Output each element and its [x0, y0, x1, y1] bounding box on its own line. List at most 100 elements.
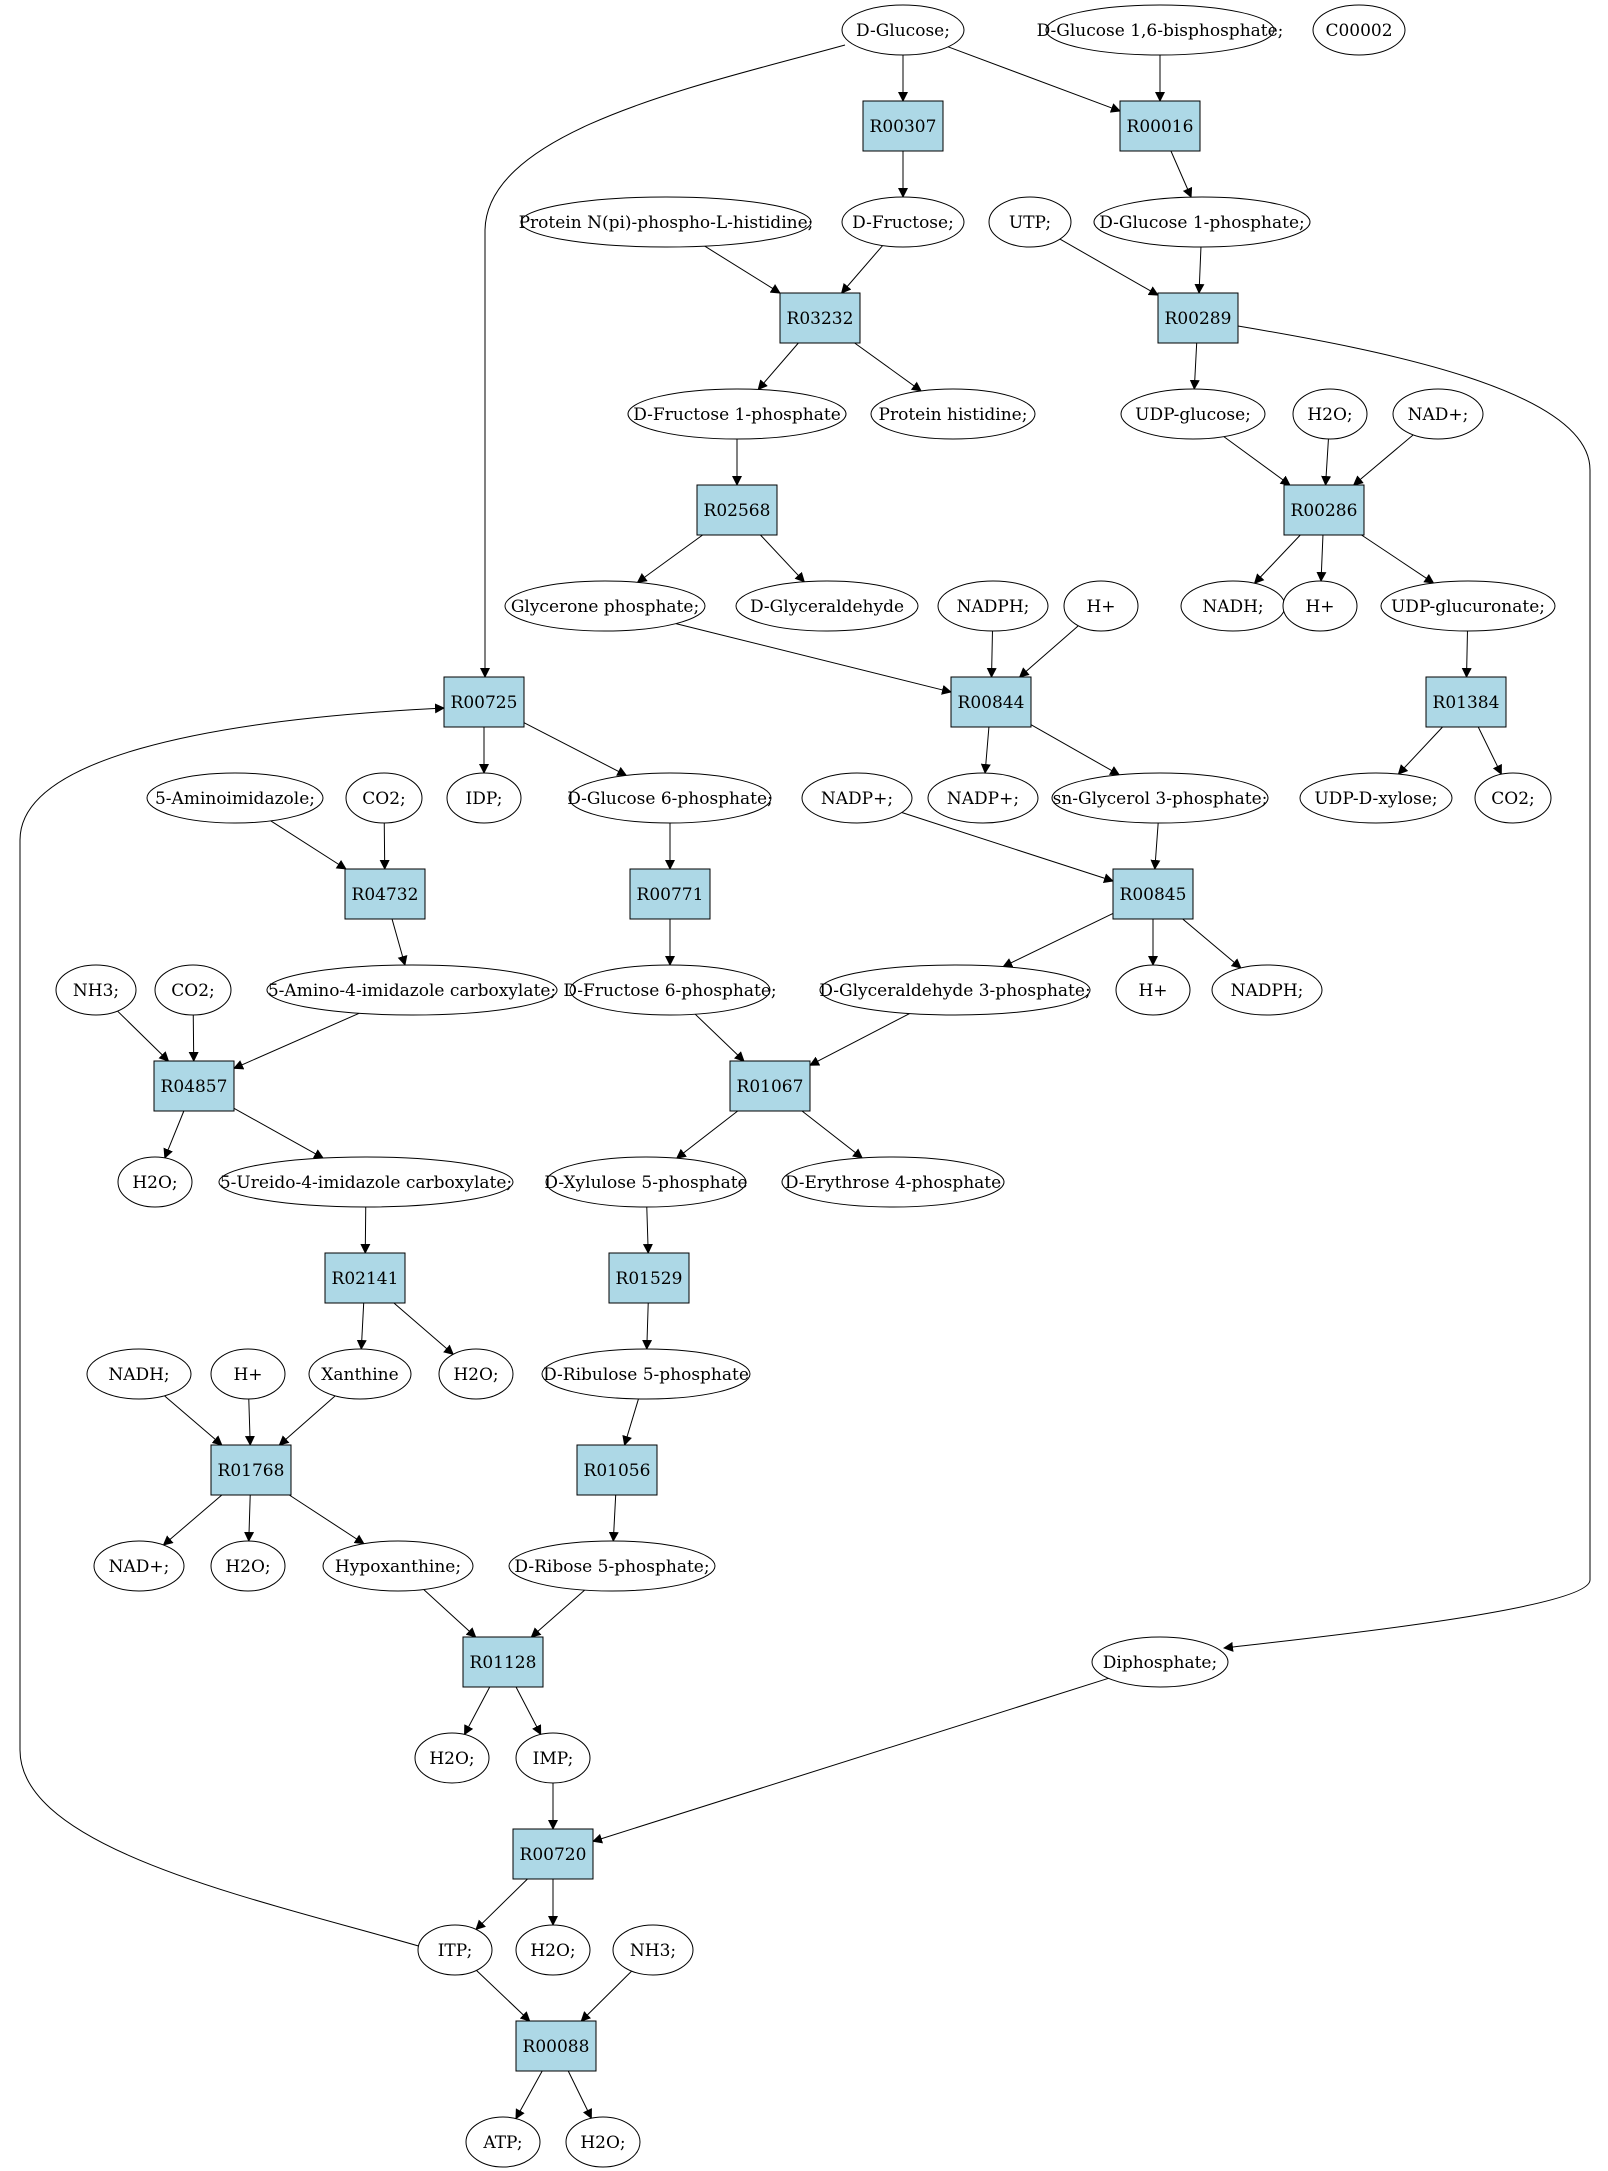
compound-node: H2O; — [414, 1732, 490, 1784]
compound-node: Glycerone phosphate; — [504, 580, 706, 632]
compound-label: UDP-glucose; — [1135, 405, 1251, 425]
compound-node: D-Ribulose 5-phosphate — [541, 1348, 751, 1400]
reaction-box — [210, 1444, 292, 1496]
compound-node: H2O; — [117, 1156, 193, 1208]
compound-label: NADP+; — [821, 789, 893, 809]
compound-node: D-Xylulose 5-phosphate — [544, 1156, 748, 1208]
compound-label: H2O; — [530, 1941, 575, 1961]
compound-label: D-Fructose; — [852, 213, 954, 233]
compound-label: NAD+; — [109, 1557, 170, 1577]
compound-node: UTP; — [988, 196, 1072, 248]
reaction-label: R00725 — [451, 693, 518, 713]
edge-arrow — [592, 1677, 1109, 1844]
compound-node: NADPH; — [937, 580, 1049, 632]
edge-arrow — [1189, 342, 1200, 391]
reaction-node: R00088 — [515, 2020, 597, 2072]
reaction-node: R01529 — [608, 1252, 690, 1304]
edge-arrow — [854, 342, 922, 392]
compound-node: UDP-glucose; — [1120, 388, 1266, 440]
edge-arrow — [530, 1589, 585, 1638]
edge-arrow — [391, 918, 408, 966]
edge-arrow — [475, 1878, 528, 1931]
compound-node: CO2; — [154, 964, 232, 1016]
edge-arrow — [464, 1686, 491, 1736]
compound-ellipse — [612, 1924, 694, 1976]
edge-arrow — [393, 1302, 454, 1355]
compound-node: NADP+; — [801, 772, 913, 824]
compound-node: 5-Ureido-4-imidazole carboxylate; — [218, 1156, 514, 1208]
compound-node: H2O; — [210, 1540, 286, 1592]
compound-node: IDP; — [446, 772, 522, 824]
compound-label: D-Glyceraldehyde 3-phosphate; — [819, 981, 1090, 1001]
reaction-box — [1425, 676, 1507, 728]
edge-arrow — [1018, 625, 1079, 678]
compound-label: NADPH; — [1231, 981, 1304, 1001]
compound-ellipse — [1392, 388, 1484, 440]
edge-arrow — [580, 1970, 632, 2022]
compound-ellipse — [841, 196, 965, 248]
compound-ellipse — [627, 388, 847, 440]
edges-layer — [19, 44, 1591, 2120]
reaction-label: R00307 — [870, 117, 937, 137]
compound-label: D-Glucose 6-phosphate; — [567, 789, 773, 809]
compound-node: Xanthine — [308, 1348, 412, 1400]
reaction-box — [1283, 484, 1365, 536]
edge-arrow — [1316, 534, 1327, 583]
compound-ellipse — [515, 1732, 591, 1784]
compound-node: Diphosphate; — [1091, 1636, 1229, 1688]
reaction-box — [1112, 868, 1194, 920]
edge-arrow — [642, 1206, 653, 1254]
compound-label: H+ — [1138, 981, 1167, 1001]
reaction-label: R00016 — [1127, 117, 1194, 137]
compound-ellipse — [927, 772, 1039, 824]
compound-label: H+ — [233, 1365, 262, 1385]
compound-ellipse — [1380, 580, 1556, 632]
compound-ellipse — [210, 1348, 286, 1400]
edge-arrow — [1170, 150, 1193, 199]
compound-label: H2O; — [429, 1749, 474, 1769]
compound-label: UTP; — [1009, 213, 1051, 233]
compound-node: D-Glucose 1,6-bisphosphate; — [1037, 4, 1283, 56]
edge-arrow — [515, 1686, 542, 1736]
reaction-label: R01384 — [1433, 693, 1500, 713]
reaction-box — [344, 868, 426, 920]
edge-arrow — [986, 630, 997, 678]
compound-ellipse — [565, 2116, 641, 2168]
edge-arrow — [694, 1013, 745, 1062]
reaction-box — [729, 1060, 811, 1112]
compound-ellipse — [781, 1156, 1005, 1208]
reaction-box — [1119, 100, 1201, 152]
compound-label: D-Glyceraldehyde — [750, 597, 904, 617]
compound-ellipse — [465, 2116, 541, 2168]
reaction-label: R03232 — [787, 309, 854, 329]
compound-label: Xanthine — [321, 1365, 398, 1385]
edge-arrow — [622, 1398, 639, 1446]
reaction-node: R00307 — [862, 100, 944, 152]
reaction-node: R00720 — [512, 1828, 594, 1880]
reaction-box — [608, 1252, 690, 1304]
compound-label: D-Fructose 6-phosphate; — [563, 981, 776, 1001]
compound-node: CO2; — [345, 772, 423, 824]
edge-arrow — [801, 1110, 864, 1159]
reaction-node: R02568 — [696, 484, 778, 536]
compound-label: CO2; — [362, 789, 406, 809]
compound-label: NADPH; — [957, 597, 1030, 617]
edge-arrow — [947, 46, 1121, 113]
edge-arrow — [244, 1398, 255, 1446]
reaction-box — [153, 1060, 235, 1112]
nodes-layer: D-Glucose;D-Glucose 1,6-bisphosphate;C00… — [55, 4, 1556, 2168]
reaction-label: R01128 — [470, 1653, 537, 1673]
reaction-box — [696, 484, 778, 536]
edge-arrow — [19, 703, 445, 1948]
reaction-node: R01768 — [210, 1444, 292, 1496]
compound-label: D-Ribose 5-phosphate; — [514, 1557, 709, 1577]
compound-label: ITP; — [438, 1941, 473, 1961]
compound-node: UDP-glucuronate; — [1380, 580, 1556, 632]
reaction-node: R00844 — [950, 676, 1032, 728]
edge-arrow — [1223, 325, 1591, 1652]
compound-node: H+ — [1282, 580, 1358, 632]
reaction-box — [950, 676, 1032, 728]
compound-node: ATP; — [465, 2116, 541, 2168]
compound-node: IMP; — [515, 1732, 591, 1784]
